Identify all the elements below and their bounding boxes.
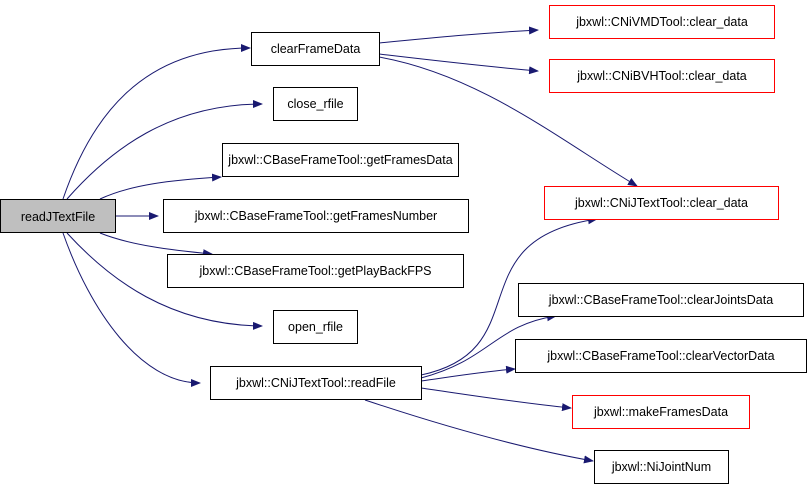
edge-root-getFramesData — [99, 173, 222, 200]
edge-root-clearFrameData — [62, 44, 251, 200]
node-readJTextFile[interactable]: readJTextFile — [0, 199, 116, 233]
edge-readFile-jtext — [420, 216, 598, 376]
svg-text:jbxwl::CNiJTextTool::readFile: jbxwl::CNiJTextTool::readFile — [235, 376, 396, 390]
svg-text:open_rfile: open_rfile — [288, 320, 343, 334]
edge-root-open_rfile — [66, 232, 263, 330]
edge-readFile-clearJointsData — [420, 313, 557, 379]
svg-text:jbxwl::CBaseFrameTool::getFram: jbxwl::CBaseFrameTool::getFramesNumber — [194, 209, 437, 223]
svg-text:jbxwl::NiJointNum: jbxwl::NiJointNum — [611, 460, 711, 474]
svg-text:jbxwl::makeFramesData: jbxwl::makeFramesData — [593, 405, 728, 419]
edge-readFile-NiJointNum — [364, 399, 594, 464]
node-jtext-clear-data[interactable]: jbxwl::CNiJTextTool::clear_data — [544, 186, 779, 220]
node-open_rfile[interactable]: open_rfile — [273, 310, 358, 344]
node-bvh-clear-data[interactable]: jbxwl::CNiBVHTool::clear_data — [549, 59, 775, 93]
svg-text:jbxwl::CBaseFrameTool::clearJo: jbxwl::CBaseFrameTool::clearJointsData — [548, 293, 773, 307]
edge-root-getPlayBackFPS — [99, 232, 213, 258]
node-getFramesNumber[interactable]: jbxwl::CBaseFrameTool::getFramesNumber — [163, 199, 469, 233]
node-getFramesData[interactable]: jbxwl::CBaseFrameTool::getFramesData — [222, 143, 459, 177]
edge-readFile-clearVectorData — [420, 365, 516, 382]
svg-text:readJTextFile: readJTextFile — [21, 210, 95, 224]
svg-text:jbxwl::CBaseFrameTool::clearVe: jbxwl::CBaseFrameTool::clearVectorData — [546, 349, 774, 363]
edge-readFile-makeFramesData — [420, 387, 572, 412]
svg-text:jbxwl::CNiVMDTool::clear_data: jbxwl::CNiVMDTool::clear_data — [575, 15, 748, 29]
node-vmd-clear-data[interactable]: jbxwl::CNiVMDTool::clear_data — [549, 5, 775, 39]
node-readFile[interactable]: jbxwl::CNiJTextTool::readFile — [210, 366, 422, 400]
node-clearFrameData[interactable]: clearFrameData — [251, 32, 380, 66]
edge-clearFrameData-vmd — [378, 26, 539, 44]
node-clearVectorData[interactable]: jbxwl::CBaseFrameTool::clearVectorData — [515, 339, 807, 373]
svg-text:jbxwl::CNiJTextTool::clear_dat: jbxwl::CNiJTextTool::clear_data — [574, 196, 748, 210]
edge-clearFrameData-bvh — [378, 53, 539, 75]
svg-text:clearFrameData: clearFrameData — [271, 42, 361, 56]
svg-text:jbxwl::CNiBVHTool::clear_data: jbxwl::CNiBVHTool::clear_data — [576, 69, 747, 83]
node-clearJointsData[interactable]: jbxwl::CBaseFrameTool::clearJointsData — [518, 283, 804, 317]
node-makeFramesData[interactable]: jbxwl::makeFramesData — [572, 395, 750, 429]
node-NiJointNum[interactable]: jbxwl::NiJointNum — [594, 450, 729, 484]
svg-text:jbxwl::CBaseFrameTool::getPlay: jbxwl::CBaseFrameTool::getPlayBackFPS — [198, 264, 431, 278]
edge-root-readFile — [62, 232, 201, 387]
edge-root-close_rfile — [66, 100, 263, 200]
node-close_rfile[interactable]: close_rfile — [273, 87, 358, 121]
svg-text:close_rfile: close_rfile — [287, 97, 343, 111]
edge-clearFrameData-jtext — [378, 56, 638, 187]
node-getPlayBackFPS[interactable]: jbxwl::CBaseFrameTool::getPlayBackFPS — [167, 254, 464, 288]
svg-text:jbxwl::CBaseFrameTool::getFram: jbxwl::CBaseFrameTool::getFramesData — [227, 153, 452, 167]
